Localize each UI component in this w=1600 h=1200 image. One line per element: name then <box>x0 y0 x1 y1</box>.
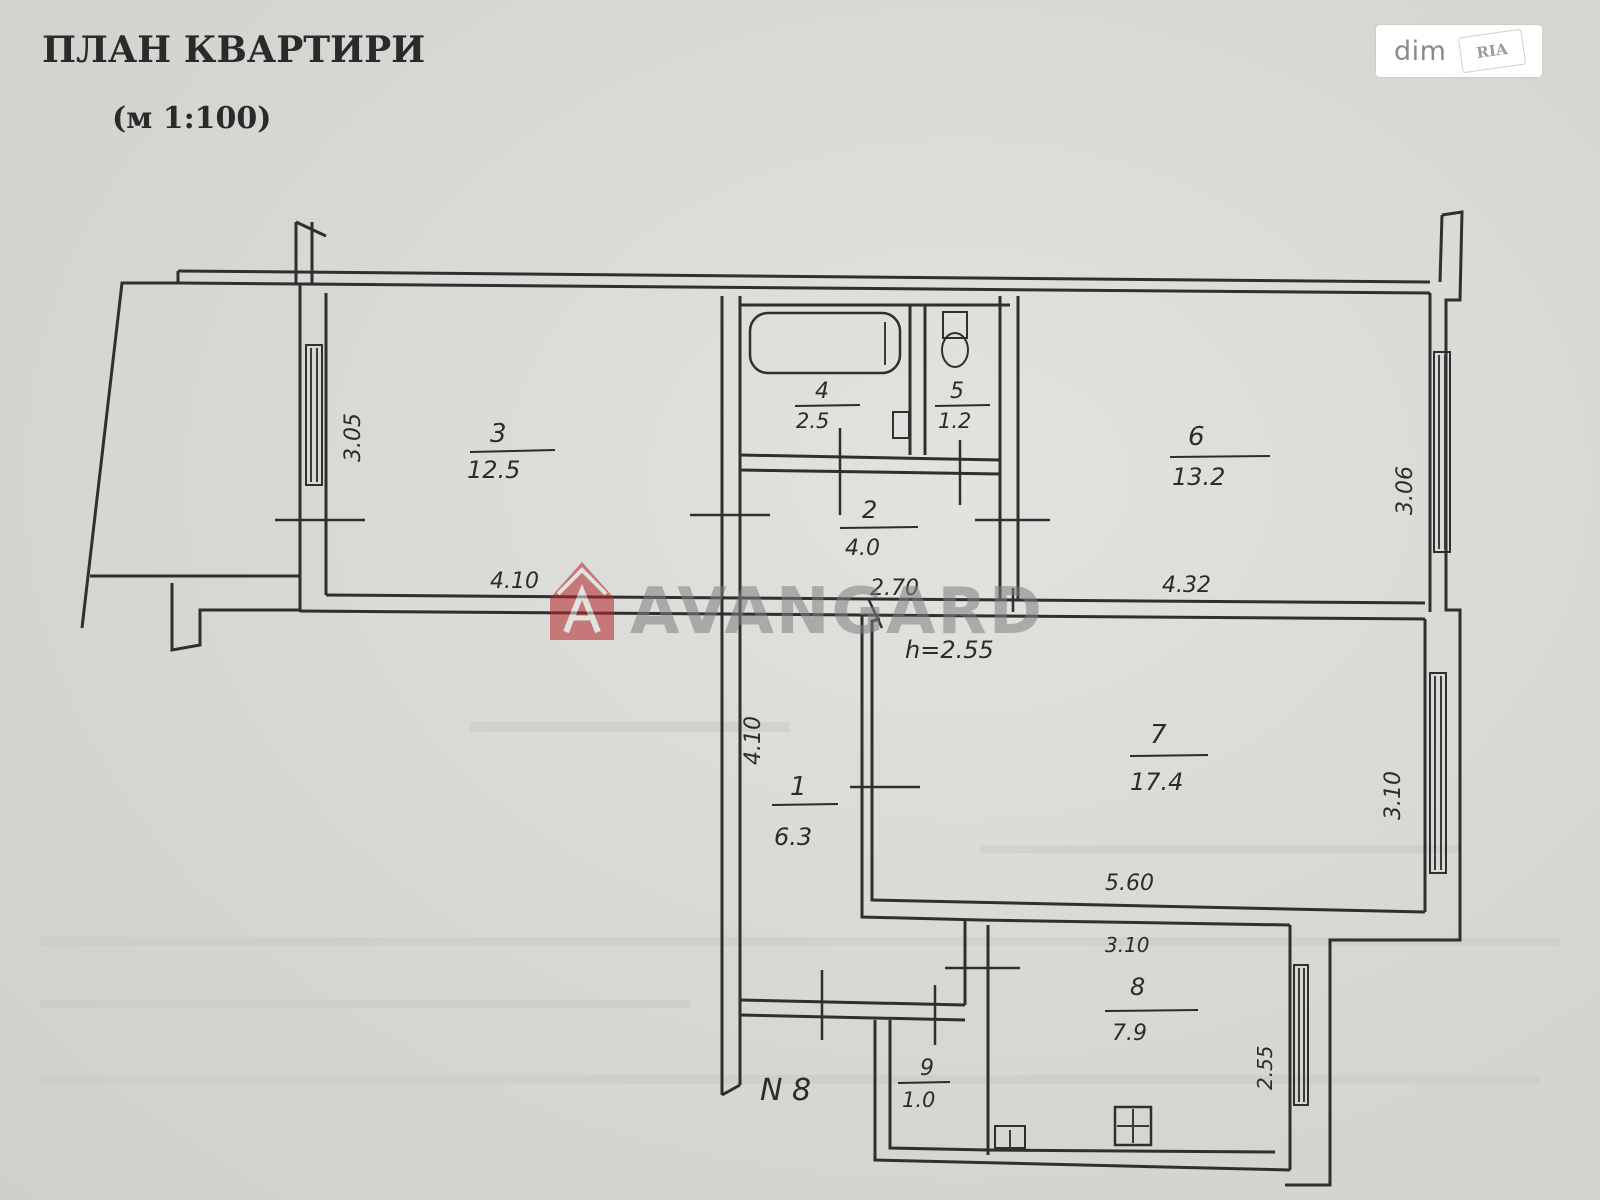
room-number-4: 4 <box>815 379 829 404</box>
room-5-label: 5 1.2 <box>934 379 991 433</box>
ria-logo: RIA <box>1458 28 1527 74</box>
dim-room7-width: 5.60 <box>1105 871 1154 896</box>
dimension-labels: 4.10 3.05 2.70 4.32 3.06 h=2.55 4.10 5.6… <box>341 413 1418 1108</box>
room-9-label: 9 1.0 <box>897 1056 951 1112</box>
room-area-8: 7.9 <box>1112 1021 1147 1046</box>
dim-badge-site: dim <box>1394 35 1447 67</box>
ceiling-height: h=2.55 <box>905 636 994 664</box>
dim-room6-width: 4.32 <box>1162 573 1211 598</box>
walls <box>80 210 1464 1187</box>
dim-room8-width: 3.10 <box>1105 933 1150 957</box>
dim-room3-depth: 3.05 <box>341 413 366 462</box>
room-number-7: 7 <box>1150 720 1167 750</box>
room-4-label: 4 2.5 <box>794 379 861 433</box>
room-1-label: 1 6.3 <box>771 772 839 851</box>
room-number-1: 1 <box>790 772 807 802</box>
room-area-3: 12.5 <box>467 456 520 484</box>
plan-title: ПЛАН КВАРТИРИ <box>42 29 425 71</box>
room-number-3: 3 <box>490 419 507 449</box>
dim-room8-depth: 2.55 <box>1253 1045 1277 1090</box>
plan-scale: (м 1:100) <box>112 101 271 136</box>
room-area-1: 6.3 <box>774 823 812 851</box>
avangard-watermark: AVANGARD <box>550 562 1044 649</box>
room-number-5: 5 <box>950 379 964 404</box>
room-number-8: 8 <box>1130 973 1145 1001</box>
room-6-label: 6 13.2 <box>1169 422 1271 491</box>
room-area-9: 1.0 <box>902 1088 935 1112</box>
room-area-4: 2.5 <box>796 409 829 433</box>
dim-room6-depth: 3.06 <box>1393 466 1418 515</box>
dim-room3-width: 4.10 <box>490 569 539 594</box>
room-area-6: 13.2 <box>1172 463 1225 491</box>
room-2-label: 2 4.0 <box>839 496 919 561</box>
room-7-label: 7 17.4 <box>1129 720 1209 796</box>
room-area-2: 4.0 <box>845 536 880 561</box>
room-area-5: 1.2 <box>938 409 971 433</box>
dim-room1-length: 4.10 <box>741 716 766 765</box>
avangard-logo-icon <box>550 562 614 640</box>
paper-bleed-through <box>40 722 1560 1084</box>
room-number-6: 6 <box>1188 422 1205 452</box>
room-number-9: 9 <box>920 1056 934 1081</box>
room-3-label: 3 12.5 <box>467 419 556 484</box>
room-number-2: 2 <box>862 496 877 524</box>
room-8-label: 8 7.9 <box>1104 973 1199 1046</box>
dim-room7-depth: 3.10 <box>1381 771 1406 820</box>
room-area-7: 17.4 <box>1130 768 1183 796</box>
dim-ria-badge: dim RIA <box>1376 25 1542 77</box>
apartment-number: N 8 <box>760 1073 811 1108</box>
watermark-text: AVANGARD <box>630 575 1044 649</box>
dim-room2-width: 2.70 <box>870 576 919 601</box>
door-markers <box>275 428 1050 1045</box>
